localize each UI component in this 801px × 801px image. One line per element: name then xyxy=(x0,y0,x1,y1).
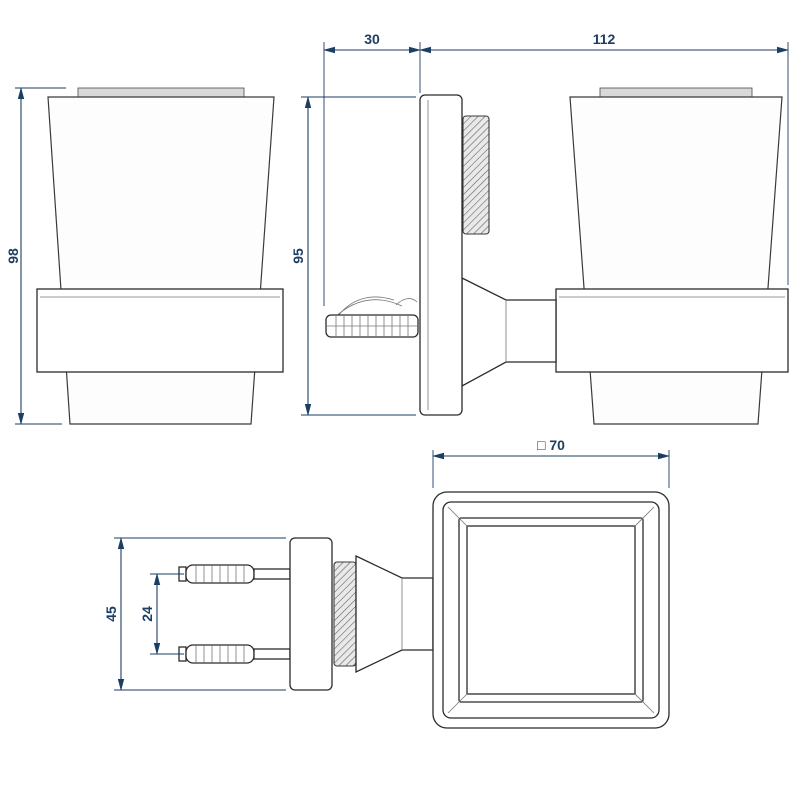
holder-band-front xyxy=(36,288,284,373)
wall-anchor-side xyxy=(325,296,419,338)
dim-label-offset-depth: 30 xyxy=(364,31,380,47)
glass-body-side xyxy=(569,96,783,425)
dim-label-plate-height: 95 xyxy=(290,248,306,264)
dim-label-holder-square: □ 70 xyxy=(537,437,565,453)
anchor-ribs xyxy=(195,565,245,583)
side-view xyxy=(325,87,789,425)
glass-body-front xyxy=(47,96,275,425)
corner-chamfer-marks xyxy=(447,506,655,714)
dim-label-mount-depth: 45 xyxy=(103,606,119,622)
anchor-ribs xyxy=(195,645,245,663)
glass-inner-square xyxy=(466,525,636,695)
front-view xyxy=(36,87,284,425)
dim-label-glass-height: 98 xyxy=(5,248,21,264)
wall-plate-top xyxy=(289,537,333,691)
anchor-wing xyxy=(337,296,395,317)
anchor-screw-shaft xyxy=(253,648,291,660)
anchor-screw-shaft xyxy=(253,568,291,580)
knurled-screw-side xyxy=(462,115,490,235)
holder-outer-square xyxy=(432,491,670,729)
knurled-screw-top xyxy=(333,561,357,667)
wall-anchor-top-upper xyxy=(178,564,291,584)
wall-anchor-top-lower xyxy=(178,644,291,664)
glass-rim-side xyxy=(599,87,753,98)
mount-arm-side xyxy=(461,276,557,388)
wall-plate-side xyxy=(419,94,463,416)
dimensions: 30 112 98 95 □ 70 45 24 xyxy=(5,31,789,691)
holder-band-side xyxy=(555,288,789,373)
anchor-wing xyxy=(331,299,403,321)
dim-label-hole-spacing: 24 xyxy=(139,606,155,622)
glass-rim-front xyxy=(77,87,245,98)
anchor-wing xyxy=(395,298,418,306)
holder-inner-square-1 xyxy=(442,501,660,719)
dim-label-total-depth: 112 xyxy=(593,31,616,47)
glass-outer-square xyxy=(458,517,644,703)
holder-top-view xyxy=(432,491,670,729)
mount-top-view xyxy=(178,537,434,691)
mount-arm-top xyxy=(355,554,434,674)
